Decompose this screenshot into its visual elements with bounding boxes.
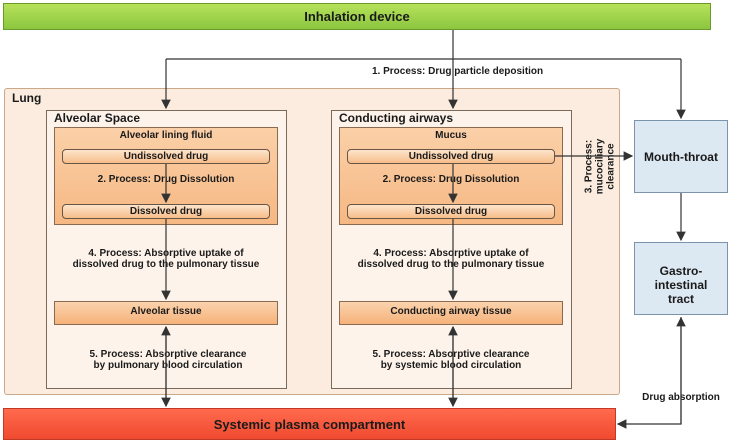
gi-tract-box (634, 242, 728, 315)
conducting-airway-tissue-label: Conducting airway tissue (390, 306, 512, 317)
mouth-throat-box (634, 120, 728, 193)
conducting-dissolved-drug-label: Dissolved drug (414, 206, 488, 217)
conducting-uptake-label: 4. Process: Absorptive uptake of dissolv… (357, 248, 545, 270)
alveolar-undissolved-drug (62, 149, 270, 164)
conducting-undissolved-drug (347, 149, 555, 164)
lung-label: Lung (12, 91, 42, 105)
alveolar-clearance-label: 5. Process: Absorptive clearance by pulm… (89, 349, 247, 371)
conducting-dissolved-drug (347, 204, 555, 219)
conducting-clearance-bg (369, 347, 533, 385)
inhalation-device-label: Inhalation device (304, 9, 410, 24)
alveolar-tissue (54, 301, 278, 325)
mouth-throat-label: Mouth-throat (644, 150, 718, 164)
inhalation-device-box (3, 3, 711, 30)
alveolar-undissolved-drug-label: Undissolved drug (123, 151, 209, 162)
alveolar-space-title: Alveolar Space (54, 111, 141, 125)
mucus-label: Mucus (435, 130, 467, 141)
deposition-process-label: 1. Process: Drug particle deposition (372, 66, 544, 77)
gi-tract-label: Gastro-intestinal tract (654, 264, 708, 306)
conducting-airway-tissue (339, 301, 563, 325)
alveolar-clearance-bg (86, 347, 250, 385)
conducting-uptake-bg (353, 246, 549, 284)
alveolar-dissolved-drug (62, 204, 270, 219)
conducting-clearance-label: 5. Process: Absorptive clearance by syst… (372, 349, 530, 371)
conducting-airways-title: Conducting airways (339, 111, 454, 125)
alveolar-tissue-label: Alveolar tissue (130, 306, 202, 317)
conducting-dissolution-label: 2. Process: Drug Dissolution (382, 174, 520, 185)
systemic-plasma-box (3, 408, 616, 440)
conducting-undissolved-drug-label: Undissolved drug (408, 151, 494, 162)
alveolar-lining-fluid-label: Alveolar lining fluid (119, 130, 213, 141)
alveolar-dissolved-drug-label: Dissolved drug (129, 206, 203, 217)
systemic-plasma-label: Systemic plasma compartment (213, 417, 406, 432)
